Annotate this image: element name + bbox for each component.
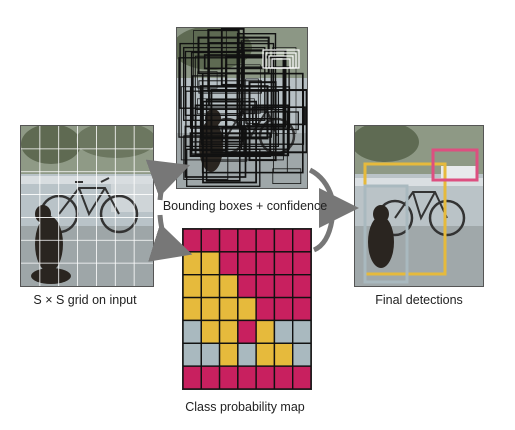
bounding-boxes-panel [176,27,308,189]
input-grid-lines [21,126,153,286]
dog-detection-box [363,184,409,284]
arrow-to-boxes-icon [145,159,191,201]
class-probability-map-panel [182,228,312,390]
candidate-box [210,89,307,154]
grid-caption: S × S grid on input [33,293,137,307]
arrow-from-probmap-icon [312,219,335,253]
candidate-bounding-boxes [178,28,307,187]
candidate-box [207,29,240,92]
candidate-box [190,51,241,143]
final-caption: Final detections [375,293,463,307]
probmap-caption: Class probability map [185,400,305,414]
arrow-to-probmap-icon [148,214,193,262]
candidate-box [178,57,272,138]
candidate-box [199,85,269,140]
arrow-from-boxes-icon [308,167,335,199]
candidate-box [180,86,284,161]
candidate-box [251,106,306,126]
detection-boxes [363,148,479,284]
candidate-box-highlight [271,58,291,69]
input-grid-panel [20,125,154,287]
boxes-caption: Bounding boxes + confidence [162,199,328,213]
class-cell-bicycle [292,365,311,389]
final-detections-panel [354,125,484,287]
candidate-box [183,135,229,180]
candidate-box [272,168,302,184]
candidate-box [179,42,275,109]
candidate-box [225,64,261,114]
input-scene-image [21,126,153,286]
class-probability-grid [183,229,311,389]
car-detection-box [431,148,479,182]
